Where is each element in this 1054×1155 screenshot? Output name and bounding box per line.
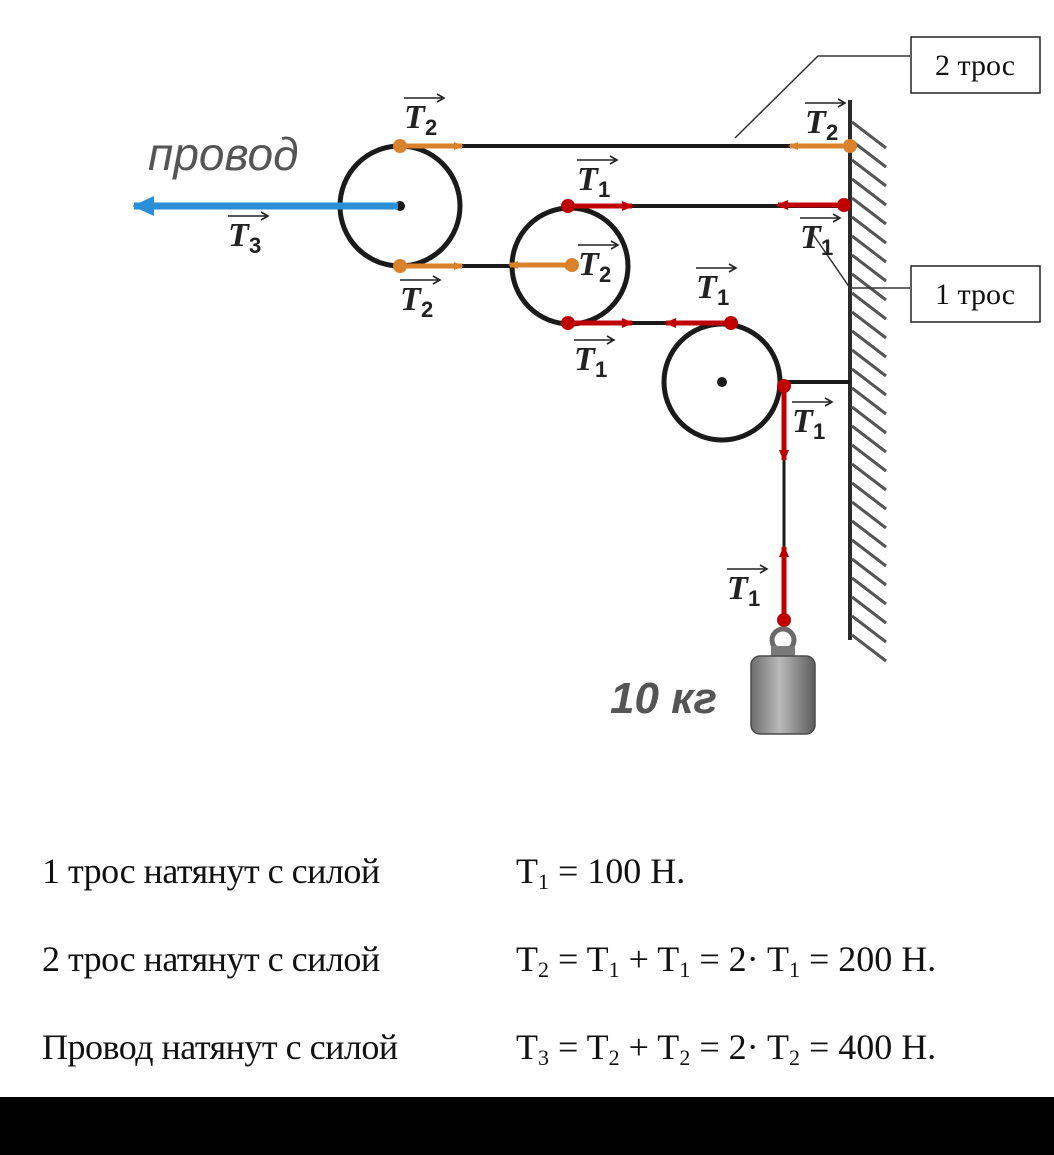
equation-formula: T2 = T1 + T1 = 2· T1 = 200 Н.	[516, 939, 937, 982]
svg-text:1: 1	[595, 357, 607, 382]
svg-text:1 трос: 1 трос	[935, 278, 1015, 311]
equation-row-cable2: 2 трос натянут с силой T2 = T1 + T1 = 2·…	[0, 938, 1054, 982]
svg-text:T: T	[727, 570, 749, 607]
equation-formula: T1 = 100 Н.	[516, 851, 686, 894]
wall-hatching	[851, 120, 887, 663]
svg-text:T: T	[696, 269, 718, 306]
svg-text:1: 1	[813, 419, 825, 444]
pulley-fixed	[661, 321, 783, 443]
svg-text:T: T	[404, 99, 426, 136]
callout-cable2-leader	[734, 55, 910, 139]
pulley-system-diagram: провод 10 кг 2	[132, 36, 1041, 735]
cable2-force-arrows	[400, 142, 850, 270]
wire-label: провод	[148, 128, 299, 180]
equation-label: 2 трос натянут с силой	[42, 939, 380, 979]
svg-text:1: 1	[821, 235, 833, 260]
weight-label: 10 кг	[610, 674, 717, 723]
svg-text:2: 2	[826, 120, 838, 145]
wall	[848, 100, 887, 663]
svg-text:1: 1	[748, 586, 760, 611]
svg-text:T: T	[805, 104, 827, 141]
svg-text:T: T	[228, 217, 250, 254]
svg-text:1: 1	[598, 177, 610, 202]
svg-text:2: 2	[421, 297, 433, 322]
svg-text:T: T	[400, 281, 422, 318]
equation-formula: T3 = T2 + T2 = 2· T2 = 400 Н.	[516, 1027, 937, 1070]
svg-text:T: T	[578, 246, 600, 283]
callout-cable1: 1 трос	[910, 265, 1041, 323]
cable2-dots	[393, 139, 857, 273]
svg-text:T: T	[800, 219, 822, 256]
svg-text:1: 1	[717, 285, 729, 310]
svg-text:2: 2	[425, 115, 437, 140]
svg-text:T: T	[792, 403, 814, 440]
svg-text:2: 2	[599, 262, 611, 287]
svg-text:T: T	[574, 341, 596, 378]
svg-text:T: T	[577, 161, 599, 198]
callout-cable1-leader	[809, 229, 910, 289]
bottom-black-bar	[0, 1097, 1054, 1155]
svg-text:3: 3	[249, 233, 261, 258]
equation-row-wire: Провод натянут с силой T3 = T2 + T2 = 2·…	[0, 1026, 1054, 1070]
equation-label: 1 трос натянут с силой	[42, 851, 380, 891]
weight-10kg	[750, 626, 816, 735]
equation-label: Провод натянут с силой	[42, 1027, 398, 1067]
cable1-dots	[561, 198, 851, 627]
callout-cable2: 2 трос	[910, 36, 1041, 94]
equation-row-cable1: 1 трос натянут с силой T1 = 100 Н.	[0, 850, 1054, 894]
svg-text:2 трос: 2 трос	[935, 49, 1015, 82]
cable1-force-arrows	[568, 200, 844, 620]
